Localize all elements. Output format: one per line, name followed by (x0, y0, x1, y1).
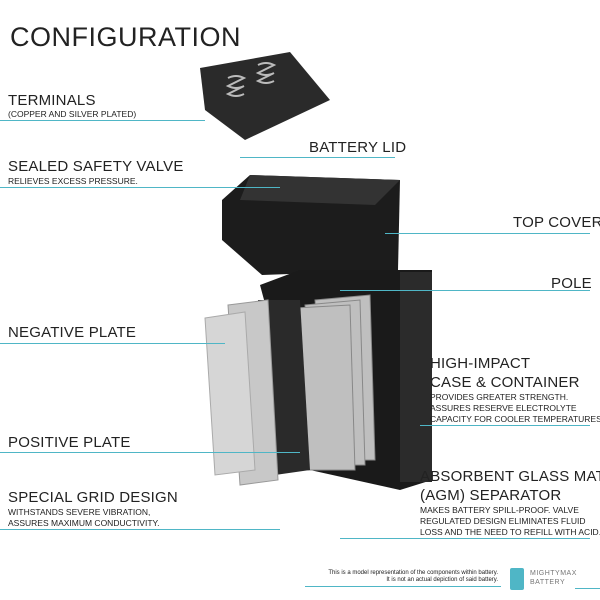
label-case-2: CASE & CONTAINER (430, 374, 580, 391)
label-valve: SEALED SAFETY VALVE (8, 158, 184, 175)
page-title: CONFIGURATION (10, 22, 241, 52)
label-pole: POLE (551, 275, 592, 292)
leader-line (305, 586, 501, 588)
label-case-sub2: ASSURES RESERVE ELECTROLYTE (430, 403, 577, 413)
disclaimer-line-1: This is a model representation of the co… (328, 570, 498, 576)
leader-line (0, 343, 225, 345)
label-grid: SPECIAL GRID DESIGN (8, 489, 178, 506)
leader-line (575, 588, 600, 590)
leader-line (0, 187, 280, 189)
terminal-spring (225, 75, 247, 97)
leader-line (0, 452, 300, 454)
label-battery-lid: BATTERY LID (309, 139, 407, 156)
leader-line (240, 157, 395, 159)
leader-line (0, 120, 205, 122)
label-valve-sub: RELIEVES EXCESS PRESSURE. (8, 176, 138, 186)
leader-line (340, 538, 590, 540)
terminal-spring (255, 62, 277, 84)
battery-lid-shape (200, 52, 330, 140)
label-negative-plate: NEGATIVE PLATE (8, 324, 137, 341)
negative-plate-shape (204, 311, 256, 476)
label-agm-sub2: REGULATED DESIGN ELIMINATES FLUID (420, 516, 586, 526)
label-case-1: HIGH-IMPACT (430, 355, 531, 372)
label-grid-sub1: WITHSTANDS SEVERE VIBRATION, (8, 507, 151, 517)
label-agm-sub1: MAKES BATTERY SPILL-PROOF. VALVE (420, 505, 579, 515)
label-agm-1: ABSORBENT GLASS MAT (420, 468, 600, 485)
label-agm-sub3: LOSS AND THE NEED TO REFILL WITH ACID. (420, 527, 600, 537)
disclaimer-line-2: It is not an actual depiction of said ba… (386, 577, 498, 583)
logo-bottom: BATTERY (530, 579, 566, 586)
label-top-cover: TOP COVER (513, 214, 600, 231)
label-case-sub1: PROVIDES GREATER STRENGTH. (430, 392, 569, 402)
brand-logo: MIGHTYMAX BATTERY (530, 569, 577, 587)
label-grid-sub2: ASSURES MAXIMUM CONDUCTIVITY. (8, 518, 160, 528)
label-terminals: TERMINALS (8, 92, 96, 109)
label-agm-2: (AGM) SEPARATOR (420, 487, 562, 504)
label-positive-plate: POSITIVE PLATE (8, 434, 131, 451)
leader-line (385, 233, 590, 235)
disclaimer: This is a model representation of the co… (328, 570, 498, 584)
logo-top: MIGHTYMAX (530, 570, 577, 577)
leader-line (340, 290, 590, 292)
label-case-sub3: CAPACITY FOR COOLER TEMPERATURES. (430, 414, 600, 424)
leader-line (420, 425, 590, 427)
leader-line (0, 529, 280, 531)
battery-logo-icon (510, 568, 524, 590)
label-terminals-sub: (COPPER AND SILVER PLATED) (8, 109, 137, 119)
